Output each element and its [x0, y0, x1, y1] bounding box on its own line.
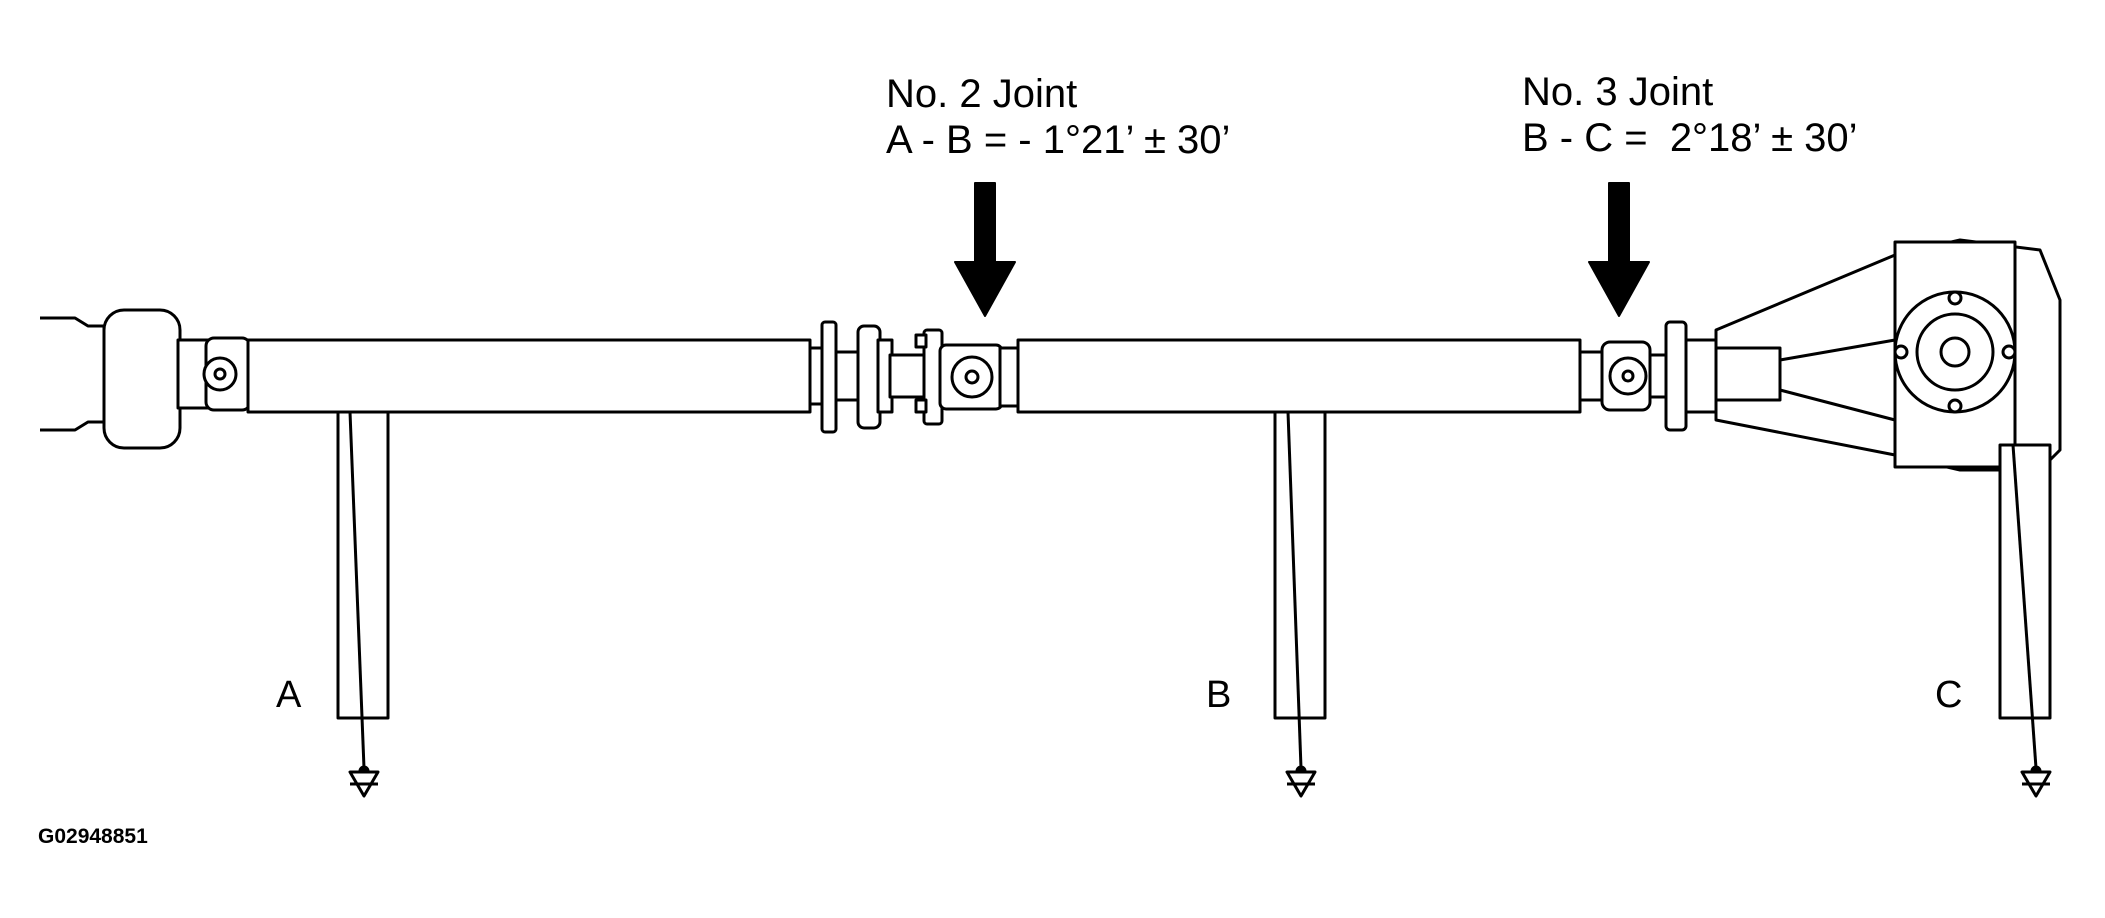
- transmission-output: [40, 308, 210, 450]
- front-propeller-shaft: [246, 338, 812, 414]
- plumb-label-b: B: [1206, 674, 1232, 716]
- universal-joint-no3: [1578, 320, 1718, 432]
- angle-gauge-c: [1998, 443, 2052, 798]
- angle-gauge-b: [1273, 410, 1327, 798]
- plumb-label-c: C: [1935, 674, 1963, 716]
- joint-label-no3-title: No. 3 Joint: [1522, 70, 1714, 114]
- universal-joint-1: [202, 336, 252, 412]
- angle-gauge-a: [336, 410, 390, 798]
- universal-joint-no2: [914, 328, 1020, 426]
- arrow-down-icon: [954, 182, 1016, 317]
- joint-label-no2-title: No. 2 Joint: [886, 72, 1078, 116]
- intermediate-propeller-shaft: [1016, 338, 1582, 414]
- arrow-down-icon: [1588, 182, 1650, 317]
- center-flange: [808, 320, 926, 434]
- joint-label-no2-formula: A - B = - 1°21’ ± 30’: [886, 118, 1231, 162]
- differential-carrier: [1714, 238, 2062, 472]
- plumb-label-a: A: [276, 674, 302, 716]
- joint-label-no3-formula: B - C = 2°18’ ± 30’: [1522, 116, 1858, 160]
- figure-code: G02948851: [38, 825, 148, 848]
